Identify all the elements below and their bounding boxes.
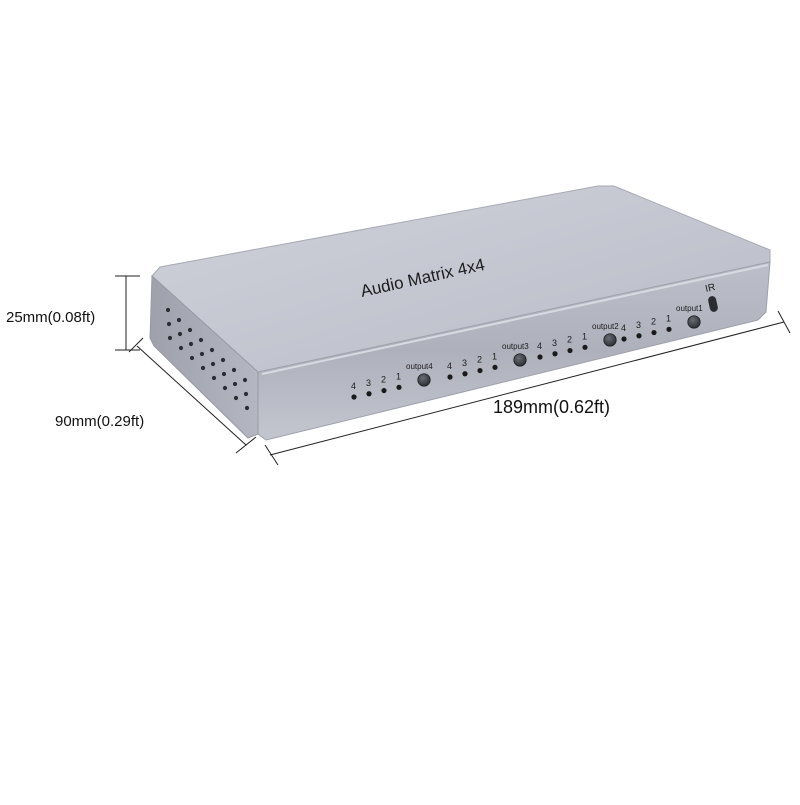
led-number-label: 3 — [552, 338, 557, 348]
input-led-3 — [462, 371, 468, 377]
led-number-label: 3 — [462, 358, 467, 368]
input-led-1 — [396, 384, 402, 390]
input-led-2 — [567, 347, 573, 354]
vent-hole — [211, 375, 217, 381]
output-select-button[interactable] — [417, 373, 431, 387]
vent-hole — [188, 341, 194, 347]
vent-hole — [199, 351, 205, 357]
led-number-label: 4 — [351, 381, 356, 391]
width-tick-left — [264, 444, 279, 466]
depth-tick-back — [128, 337, 144, 353]
input-led-4 — [621, 336, 627, 342]
input-led-2 — [477, 367, 483, 374]
dimension-lines — [115, 275, 791, 466]
vent-hole — [178, 345, 184, 351]
vent-hole — [222, 385, 228, 391]
front-edge-highlight — [261, 264, 769, 375]
depth-tick-front — [235, 436, 257, 454]
vent-hole — [165, 307, 171, 313]
input-led-4 — [537, 354, 543, 360]
output-label: output1 — [676, 304, 703, 313]
input-led-4 — [351, 394, 357, 400]
width-dimension-label: 189mm(0.62ft) — [493, 397, 611, 417]
led-number-label: 3 — [636, 320, 641, 330]
input-led-4 — [447, 374, 453, 380]
output-select-button[interactable] — [687, 315, 701, 329]
vent-hole — [233, 395, 239, 401]
device-side-face — [149, 274, 259, 439]
output-select-button[interactable] — [513, 353, 527, 367]
vent-hole — [176, 317, 182, 323]
ir-sensor-window — [708, 296, 718, 312]
input-led-1 — [666, 326, 672, 332]
vent-hole — [220, 357, 226, 363]
led-number-label: 1 — [492, 351, 497, 361]
vent-hole — [221, 371, 227, 377]
output-label: output4 — [406, 362, 433, 371]
output-select-button[interactable] — [603, 333, 617, 347]
width-tick-right — [777, 310, 791, 334]
vent-hole — [198, 337, 204, 343]
led-number-label: 4 — [537, 341, 542, 351]
led-number-label: 1 — [396, 371, 401, 381]
led-number-label: 2 — [381, 375, 386, 385]
input-led-2 — [381, 387, 387, 394]
input-led-3 — [636, 333, 642, 339]
led-number-label: 1 — [582, 331, 587, 341]
led-number-label: 1 — [666, 313, 671, 323]
ir-label: IR — [704, 282, 716, 295]
vent-hole — [177, 331, 183, 337]
input-led-1 — [582, 344, 588, 350]
output-label: output2 — [592, 322, 619, 331]
vent-hole — [166, 321, 172, 327]
led-number-label: 4 — [621, 323, 626, 333]
vent-hole — [209, 347, 215, 353]
input-led-1 — [492, 364, 498, 370]
led-number-label: 2 — [567, 335, 572, 345]
vent-hole — [243, 391, 249, 397]
depth-dimension-line — [136, 345, 247, 446]
led-number-label: 4 — [447, 361, 452, 371]
output-label: output3 — [502, 342, 529, 351]
depth-dimension-label: 90mm(0.29ft) — [55, 413, 145, 430]
vent-hole — [167, 335, 173, 341]
vent-hole — [232, 381, 238, 387]
input-led-3 — [552, 351, 558, 357]
led-number-label: 2 — [651, 317, 656, 327]
vent-hole — [187, 327, 193, 333]
vent-hole — [242, 377, 248, 383]
vent-hole — [200, 365, 206, 371]
side-vent-holes — [165, 307, 250, 411]
vent-hole — [210, 361, 216, 367]
width-dimension-line — [269, 321, 785, 456]
vent-hole — [189, 355, 195, 361]
input-led-3 — [366, 391, 372, 397]
device-body — [149, 185, 771, 441]
input-led-2 — [651, 329, 657, 336]
height-dimension-label: 25mm(0.08ft) — [6, 309, 96, 326]
vent-hole — [244, 405, 250, 411]
led-number-label: 3 — [366, 378, 371, 388]
vent-hole — [231, 367, 237, 373]
led-number-label: 2 — [477, 355, 482, 365]
